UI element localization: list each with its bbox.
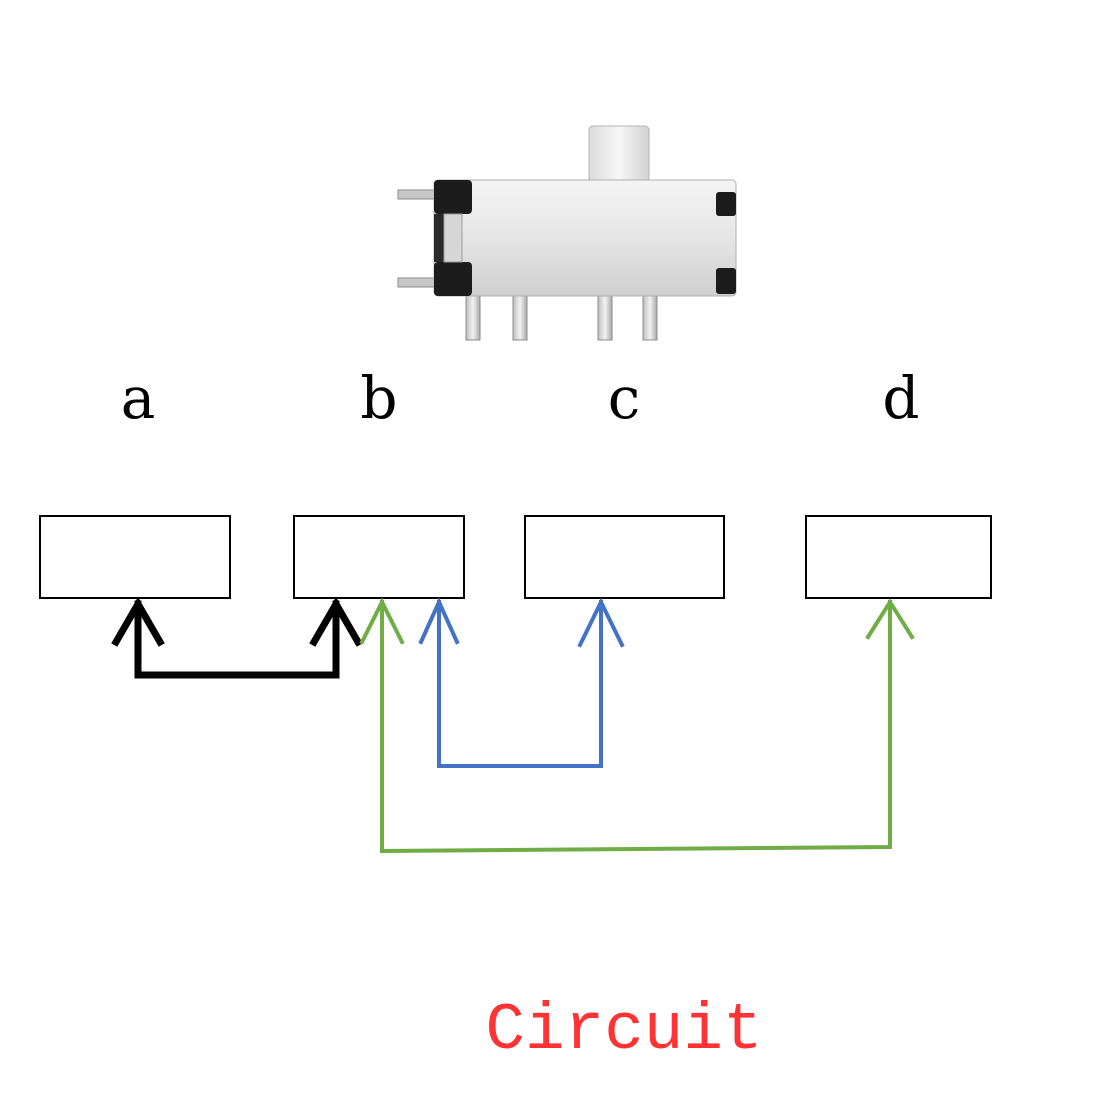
caption-text: Circuit xyxy=(485,993,762,1068)
switch-pin-1 xyxy=(465,295,481,341)
connection-a-b xyxy=(111,597,363,679)
terminal-label-d: d xyxy=(882,364,919,432)
connection-b-c-arrowhead-c xyxy=(577,597,625,648)
switch-pin-3 xyxy=(597,295,613,341)
switch-inner-panel xyxy=(443,213,463,263)
switch-side-tab-bottom xyxy=(397,277,439,288)
connection-b-d xyxy=(359,597,915,854)
terminal-box-b xyxy=(293,515,465,599)
terminal-box-a xyxy=(39,515,231,599)
connection-b-d-arrowhead-b xyxy=(359,597,405,645)
connection-a-b-arrowhead-b xyxy=(309,597,363,647)
terminal-label-c: c xyxy=(608,364,640,432)
connection-b-d-arrowhead-d xyxy=(865,598,915,640)
terminal-box-d xyxy=(805,515,992,599)
switch-end-cap-top-left xyxy=(434,180,472,214)
connection-b-c xyxy=(418,597,625,768)
connection-a-b-line xyxy=(134,600,340,679)
switch-end-cap-bottom-right xyxy=(716,268,736,294)
slide-switch-photo xyxy=(397,125,737,341)
terminal-label-a: a xyxy=(121,364,156,432)
connection-b-c-arrowhead-b xyxy=(418,597,460,645)
terminal-box-c xyxy=(524,515,725,599)
switch-pin-2 xyxy=(512,295,528,341)
terminal-label-b: b xyxy=(360,364,397,432)
connection-b-c-line xyxy=(437,600,603,768)
connection-b-d-line xyxy=(380,600,892,854)
switch-side-tab-top xyxy=(397,189,439,200)
switch-end-cap-left-bar xyxy=(434,214,444,262)
switch-end-cap-bottom-left xyxy=(434,262,472,296)
switch-end-cap-top-right xyxy=(716,192,736,216)
connection-a-b-arrowhead-a xyxy=(111,597,165,647)
switch-slider-knob xyxy=(588,125,650,187)
switch-body xyxy=(433,179,737,297)
switch-pin-4 xyxy=(642,295,658,341)
